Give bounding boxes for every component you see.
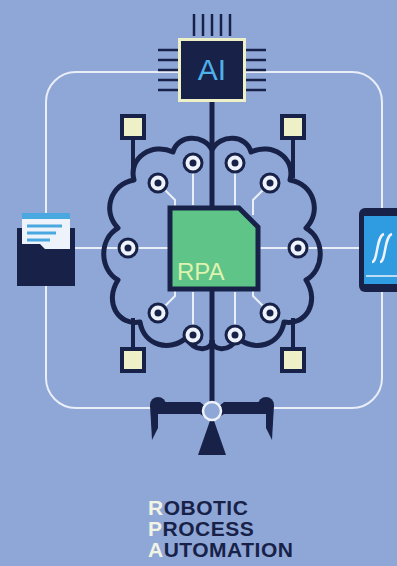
folder-icon [17, 213, 75, 286]
corner-squares [122, 116, 304, 371]
ai-chip: AI [178, 38, 246, 102]
inner-traces [158, 163, 270, 335]
chip-label: RPA [177, 260, 225, 284]
brain-outline [104, 138, 321, 349]
wires [133, 127, 293, 360]
title-word: ROBOTIC [148, 497, 248, 518]
rpa-chip: RPA [167, 205, 261, 292]
phone-icon [359, 208, 397, 292]
robot-arm [150, 397, 274, 455]
title-word: PROCESS [148, 518, 254, 539]
title-word: AUTOMATION [148, 539, 293, 560]
chip-label: AI [198, 55, 226, 85]
dot-centers [125, 160, 302, 339]
circuit-dots [119, 154, 307, 344]
